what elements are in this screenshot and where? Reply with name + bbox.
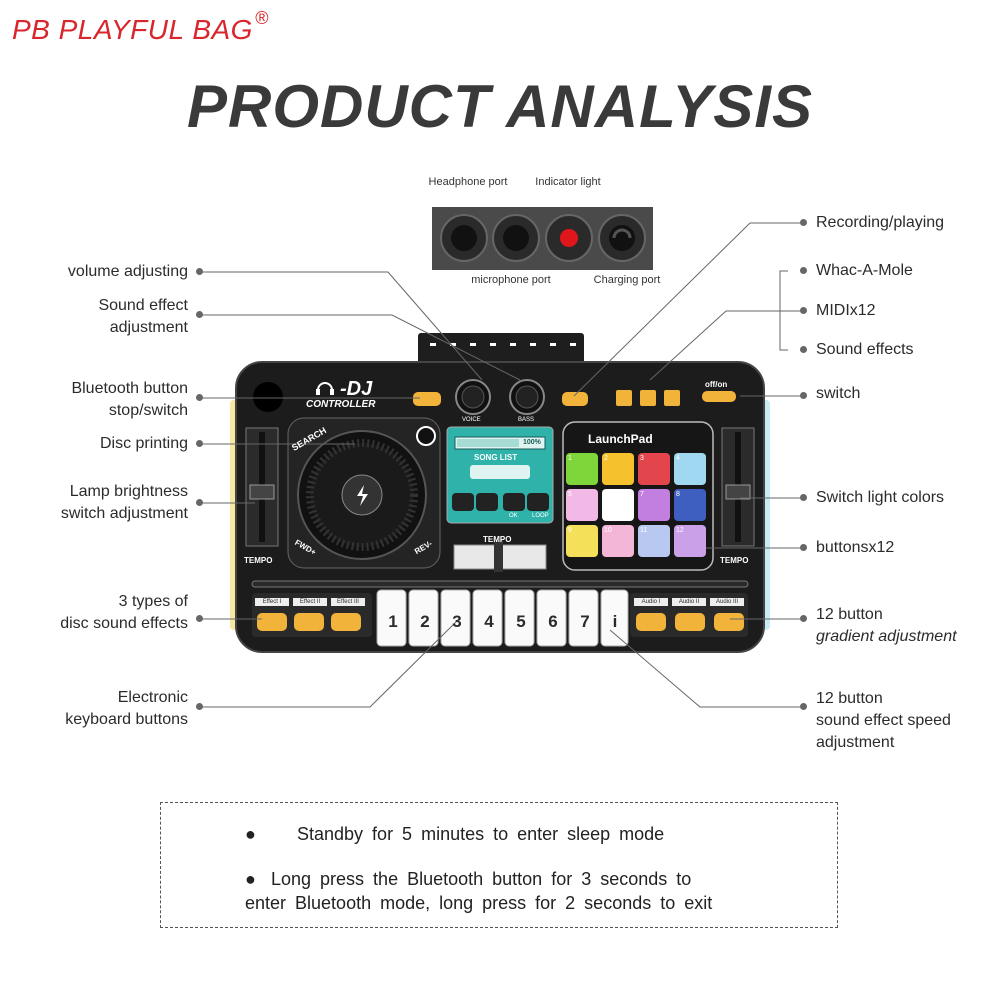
- dot: [196, 615, 203, 622]
- key-7[interactable]: 7: [580, 612, 590, 631]
- launchpad-pad[interactable]: 5: [566, 489, 598, 521]
- dot: [800, 494, 807, 501]
- left-tempo-label: TEMPO: [244, 556, 273, 565]
- launchpad-pad[interactable]: 4: [674, 453, 706, 485]
- label-sound-effects: Sound effects: [816, 341, 914, 358]
- ok-label: OK: [509, 513, 518, 519]
- launchpad-pad[interactable]: 3: [638, 453, 670, 485]
- ports-panel: [432, 207, 653, 270]
- note-bullet-1: ●: [245, 824, 256, 844]
- effect-1-label: Effect I: [255, 598, 289, 606]
- microphone-port: [492, 214, 540, 262]
- microphone-port-label: microphone port: [471, 274, 551, 286]
- keyboard-numbers: 1 2 3 4 5 6 7 i: [377, 612, 629, 632]
- effect-3-label: Effect III: [331, 598, 365, 606]
- launchpad-label: LaunchPad: [588, 432, 653, 446]
- dot: [800, 346, 807, 353]
- label-disc: Disc printing: [99, 435, 188, 452]
- effect-labels: Effect I Effect II Effect III: [255, 598, 365, 606]
- indicator-light: [545, 214, 593, 262]
- key-6[interactable]: 6: [548, 612, 558, 631]
- charging-port: [598, 214, 646, 262]
- brand-name: PB PLAYFUL BAG: [12, 14, 253, 45]
- launchpad-pad[interactable]: 9: [566, 525, 598, 557]
- audio-3-label: Audio III: [710, 598, 744, 606]
- label-volume: volume adjusting: [67, 263, 188, 280]
- dot: [196, 499, 203, 506]
- effect-2-label: Effect II: [293, 598, 327, 606]
- note-1: Standby for 5 minutes to enter sleep mod…: [297, 824, 665, 844]
- launchpad-pad[interactable]: 1: [566, 453, 598, 485]
- registered-mark: ®: [254, 8, 269, 28]
- dot: [800, 307, 807, 314]
- launchpad-pad[interactable]: 8: [674, 489, 706, 521]
- key-4[interactable]: 4: [484, 612, 494, 631]
- note-2a: Long press the Bluetooth button for 3 se…: [271, 869, 692, 889]
- label-midi: MIDIx12: [816, 302, 876, 319]
- label-whac: Whac-A-Mole: [816, 262, 913, 279]
- screen-percent: 100%: [523, 439, 541, 446]
- right-tempo-label: TEMPO: [720, 556, 749, 565]
- dot: [800, 544, 807, 551]
- offon-label: off/on: [705, 380, 728, 389]
- controller-text: CONTROLLER: [306, 399, 376, 410]
- voice-label: VOICE: [462, 417, 481, 423]
- label-light-colors: Switch light colors: [816, 489, 945, 506]
- charging-port-label: Charging port: [593, 274, 661, 286]
- launchpad-pad[interactable]: 2: [602, 453, 634, 485]
- dot: [196, 440, 203, 447]
- label-switch: switch: [816, 385, 861, 402]
- key-5[interactable]: 5: [516, 612, 526, 631]
- dot: [196, 394, 203, 401]
- key-1[interactable]: 1: [388, 612, 398, 631]
- brand-logo: PB PLAYFUL BAG®: [12, 8, 269, 46]
- launchpad-pad[interactable]: 12: [674, 525, 706, 557]
- audio-2-label: Audio II: [672, 598, 706, 606]
- label-recording: Recording/playing: [816, 214, 945, 231]
- loop-label: LOOP: [532, 513, 549, 519]
- key-2[interactable]: 2: [420, 612, 430, 631]
- headphone-port-label: Headphone port: [428, 176, 508, 188]
- launchpad-pad[interactable]: 6: [602, 489, 634, 521]
- audio-labels: Audio I Audio II Audio III: [634, 598, 744, 606]
- notes-box: ● Standby for 5 minutes to enter sleep m…: [160, 802, 838, 928]
- indicator-light-label: Indicator light: [535, 176, 601, 188]
- note-2b: enter Bluetooth mode, long press for 2 s…: [245, 893, 713, 913]
- page-title: PRODUCT ANALYSIS: [186, 73, 814, 140]
- note-bullet-2: ●: [245, 869, 256, 889]
- key-3[interactable]: 3: [452, 612, 462, 631]
- dot: [800, 703, 807, 710]
- dot: [196, 268, 203, 275]
- dot: [196, 311, 203, 318]
- label-buttons: buttonsx12: [816, 539, 895, 556]
- center-tempo-label: TEMPO: [483, 535, 512, 544]
- dot: [196, 703, 203, 710]
- dot: [800, 615, 807, 622]
- song-list-label: SONG LIST: [474, 453, 518, 462]
- launchpad-pad[interactable]: 11: [638, 525, 670, 557]
- dj-logo: -DJ: [340, 378, 373, 400]
- bass-label: BASS: [518, 417, 535, 423]
- dot: [800, 219, 807, 226]
- audio-1-label: Audio I: [634, 598, 668, 606]
- launchpad-pad[interactable]: 7: [638, 489, 670, 521]
- dot: [800, 392, 807, 399]
- headphone-port: [440, 214, 488, 262]
- key-8[interactable]: i: [612, 612, 618, 631]
- launchpad-pad[interactable]: 10: [602, 525, 634, 557]
- dot: [800, 267, 807, 274]
